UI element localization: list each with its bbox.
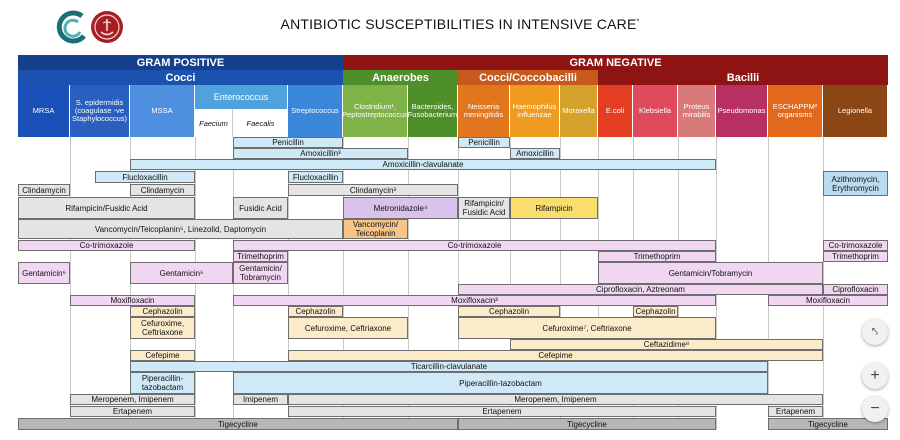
bar-trimethoprim: Trimethoprim xyxy=(823,251,888,262)
column-eschappm: ESCHAPPM² organisms xyxy=(768,85,823,137)
plus-icon: + xyxy=(870,367,880,384)
bar-amoxicillin: Amoxicillin³ xyxy=(233,148,408,159)
column-neisseria: Neisseria meningitidis xyxy=(458,85,510,137)
zoom-out-button[interactable]: − xyxy=(862,396,888,422)
bar-gentamicin: Gentamicin⁶ xyxy=(18,262,70,284)
gram-positive-header: GRAM POSITIVE xyxy=(18,55,343,70)
bar-amoxicillin-clavulanate: Amoxicillin-clavulanate xyxy=(130,159,716,170)
hospital-logo xyxy=(56,10,90,44)
bar-amoxicillin: Amoxicillin xyxy=(510,148,560,159)
bar-moxifloxacin: Moxifloxacin³ xyxy=(233,295,716,306)
bar-tigecycline: Tigecycline xyxy=(768,418,888,430)
bar-meropenem-imipenem: Meropenem, Imipenem xyxy=(70,394,195,405)
grid-line xyxy=(70,137,71,430)
bar-ciprofloxacin: Ciprofloxacin xyxy=(823,284,888,295)
bar-flucloxacillin: Flucloxacillin xyxy=(288,171,343,183)
column-proteus: Proteus mirabilis xyxy=(678,85,716,137)
bar-cephazolin: Cephazolin xyxy=(288,306,343,317)
column-mssa: MSSA xyxy=(130,85,195,137)
enterococcus-header: Enterococcus xyxy=(195,85,288,109)
caduceus-emblem-logo xyxy=(90,10,124,44)
bacilli-header: Bacilli xyxy=(598,70,888,85)
bar-clindamycin: Clindamycin xyxy=(130,184,195,196)
bar-ertapenem: Ertapenem xyxy=(70,406,195,417)
column-clostridium: Clostridium¹, Peptostreptococcus xyxy=(343,85,408,137)
bar-tigecycline: Tigecycline xyxy=(458,418,716,430)
bar-vancomycin-linezolid-daptomycin: Vancomycin/Teicoplanin⁵, Linezolid, Dapt… xyxy=(18,219,343,239)
grid-line xyxy=(343,137,344,430)
bar-gentamicin: Gentamicin⁶ xyxy=(130,262,233,284)
bar-cefepime: Cefepime xyxy=(130,350,195,361)
bar-trimethoprim: Trimethoprim xyxy=(598,251,716,262)
grid-line xyxy=(823,137,824,430)
column-legionella: Legionella xyxy=(823,85,888,137)
bar-cefuroxime-ceftriaxone: Cefuroxime⁷, Ceftriaxone xyxy=(458,317,716,339)
column-e-coli: E.coli xyxy=(598,85,633,137)
collapse-icon: ⤣ xyxy=(871,325,879,338)
column-bacteroides: Bacteroides, Fusobacterium xyxy=(408,85,458,137)
bar-ertapenem: Ertapenem xyxy=(288,406,716,417)
bar-co-trimoxazole: Co-trimoxazole xyxy=(18,240,195,251)
bar-penicillin: Penicillin xyxy=(458,137,510,148)
gram-negative-header: GRAM NEGATIVE xyxy=(343,55,888,70)
column-s-epidermidis: S. epidermidis (coagulase -ve Staphyloco… xyxy=(70,85,130,137)
bar-moxifloxacin: Moxifloxacin xyxy=(768,295,888,306)
bar-clindamycin: Clindamycin xyxy=(18,184,70,196)
bar-cefepime: Cefepime xyxy=(288,350,823,361)
bar-imipenem: Imipenem xyxy=(233,394,288,405)
bar-cefuroxime-ceftriaxone: Cefuroxime, Ceftriaxone xyxy=(130,317,195,339)
column-haemophilus: Haemophilus influenzae xyxy=(510,85,560,137)
bar-fusidic-acid: Fusidic Acid xyxy=(233,197,288,219)
bar-co-trimoxazole: Co-trimoxazole xyxy=(233,240,716,251)
column-faecalis: Faecalis xyxy=(233,109,288,137)
bar-gentamicin-tobramycin: Gentamicin/Tobramycin xyxy=(598,262,823,284)
grid-line xyxy=(510,137,511,430)
bar-ertapenem: Ertapenem xyxy=(768,406,823,417)
bar-moxifloxacin: Moxifloxacin xyxy=(70,295,195,306)
grid-line xyxy=(458,137,459,430)
grid-line xyxy=(560,137,561,430)
bar-cephazolin: Cephazolin xyxy=(130,306,195,317)
column-pseudomonas: Pseudomonas xyxy=(716,85,768,137)
bar-gentamicin-tobramycin: Gentamicin/ Tobramycin xyxy=(233,262,288,284)
bar-cefuroxime-ceftriaxone: Cefuroxime, Ceftriaxone xyxy=(288,317,408,339)
cocci-coccobacilli-header: Cocci/Coccobacilli xyxy=(458,70,598,85)
bar-ceftazidime: Ceftazidime⁸ xyxy=(510,339,823,350)
bar-vancomycin-teicoplanin: Vancomycin/ Teicoplanin xyxy=(343,219,408,239)
column-klebsiella: Klebsiella xyxy=(633,85,678,137)
bar-flucloxacillin: Flucloxacillin xyxy=(95,171,195,183)
grid-line xyxy=(288,137,289,430)
bar-ticarcillin-clavulanate: Ticarcillin-clavulanate xyxy=(130,361,768,372)
bar-meropenem-imipenem: Meropenem, Imipenem xyxy=(288,394,823,405)
bar-azithromycin-erythromycin: Azithromycin, Erythromycin xyxy=(823,171,888,196)
column-faecium: Faecium xyxy=(195,109,233,137)
bar-cephazolin: Cephazolin xyxy=(633,306,678,317)
bar-rifampicin: Rifampicin xyxy=(510,197,598,219)
bar-cephazolin: Cephazolin xyxy=(458,306,560,317)
bar-ciprofloxacin-aztreonam: Ciprofloxacin, Aztreonam xyxy=(458,284,823,295)
bar-clindamycin: Clindamycin³ xyxy=(288,184,458,196)
bar-piperacillin-tazobactam: Piperacillin-tazobactam xyxy=(233,372,768,394)
collapse-view-button[interactable]: ⤣ xyxy=(862,319,888,345)
page-title: ANTIBIOTIC SUSCEPTIBILITIES IN INTENSIVE… xyxy=(280,16,640,32)
grid-line xyxy=(408,137,409,430)
anaerobes-header: Anaerobes xyxy=(343,70,458,85)
bar-co-trimoxazole: Co-trimoxazole xyxy=(823,240,888,251)
bar-trimethoprim: Trimethoprim xyxy=(233,251,288,262)
bar-penicillin: Penicillin xyxy=(233,137,343,148)
column-moraxella: Moraxella xyxy=(560,85,598,137)
zoom-in-button[interactable]: + xyxy=(862,363,888,389)
bar-rifampicin-fusidic-acid: Rifampicin/ Fusidic Acid xyxy=(458,197,510,219)
bar-tigecycline: Tigecycline xyxy=(18,418,458,430)
bar-rifampicin-fusidic-acid: Rifampicin/Fusidic Acid xyxy=(18,197,195,219)
column-mrsa: MRSA xyxy=(18,85,70,137)
bar-metronidazole: Metronidazole⁴ xyxy=(343,197,458,219)
column-streptococcus: Streptococcus xyxy=(288,85,343,137)
bar-piperacillin-tazobactam: Piperacillin-tazobactam xyxy=(130,372,195,394)
cocci-header: Cocci xyxy=(18,70,343,85)
minus-icon: − xyxy=(870,400,880,417)
